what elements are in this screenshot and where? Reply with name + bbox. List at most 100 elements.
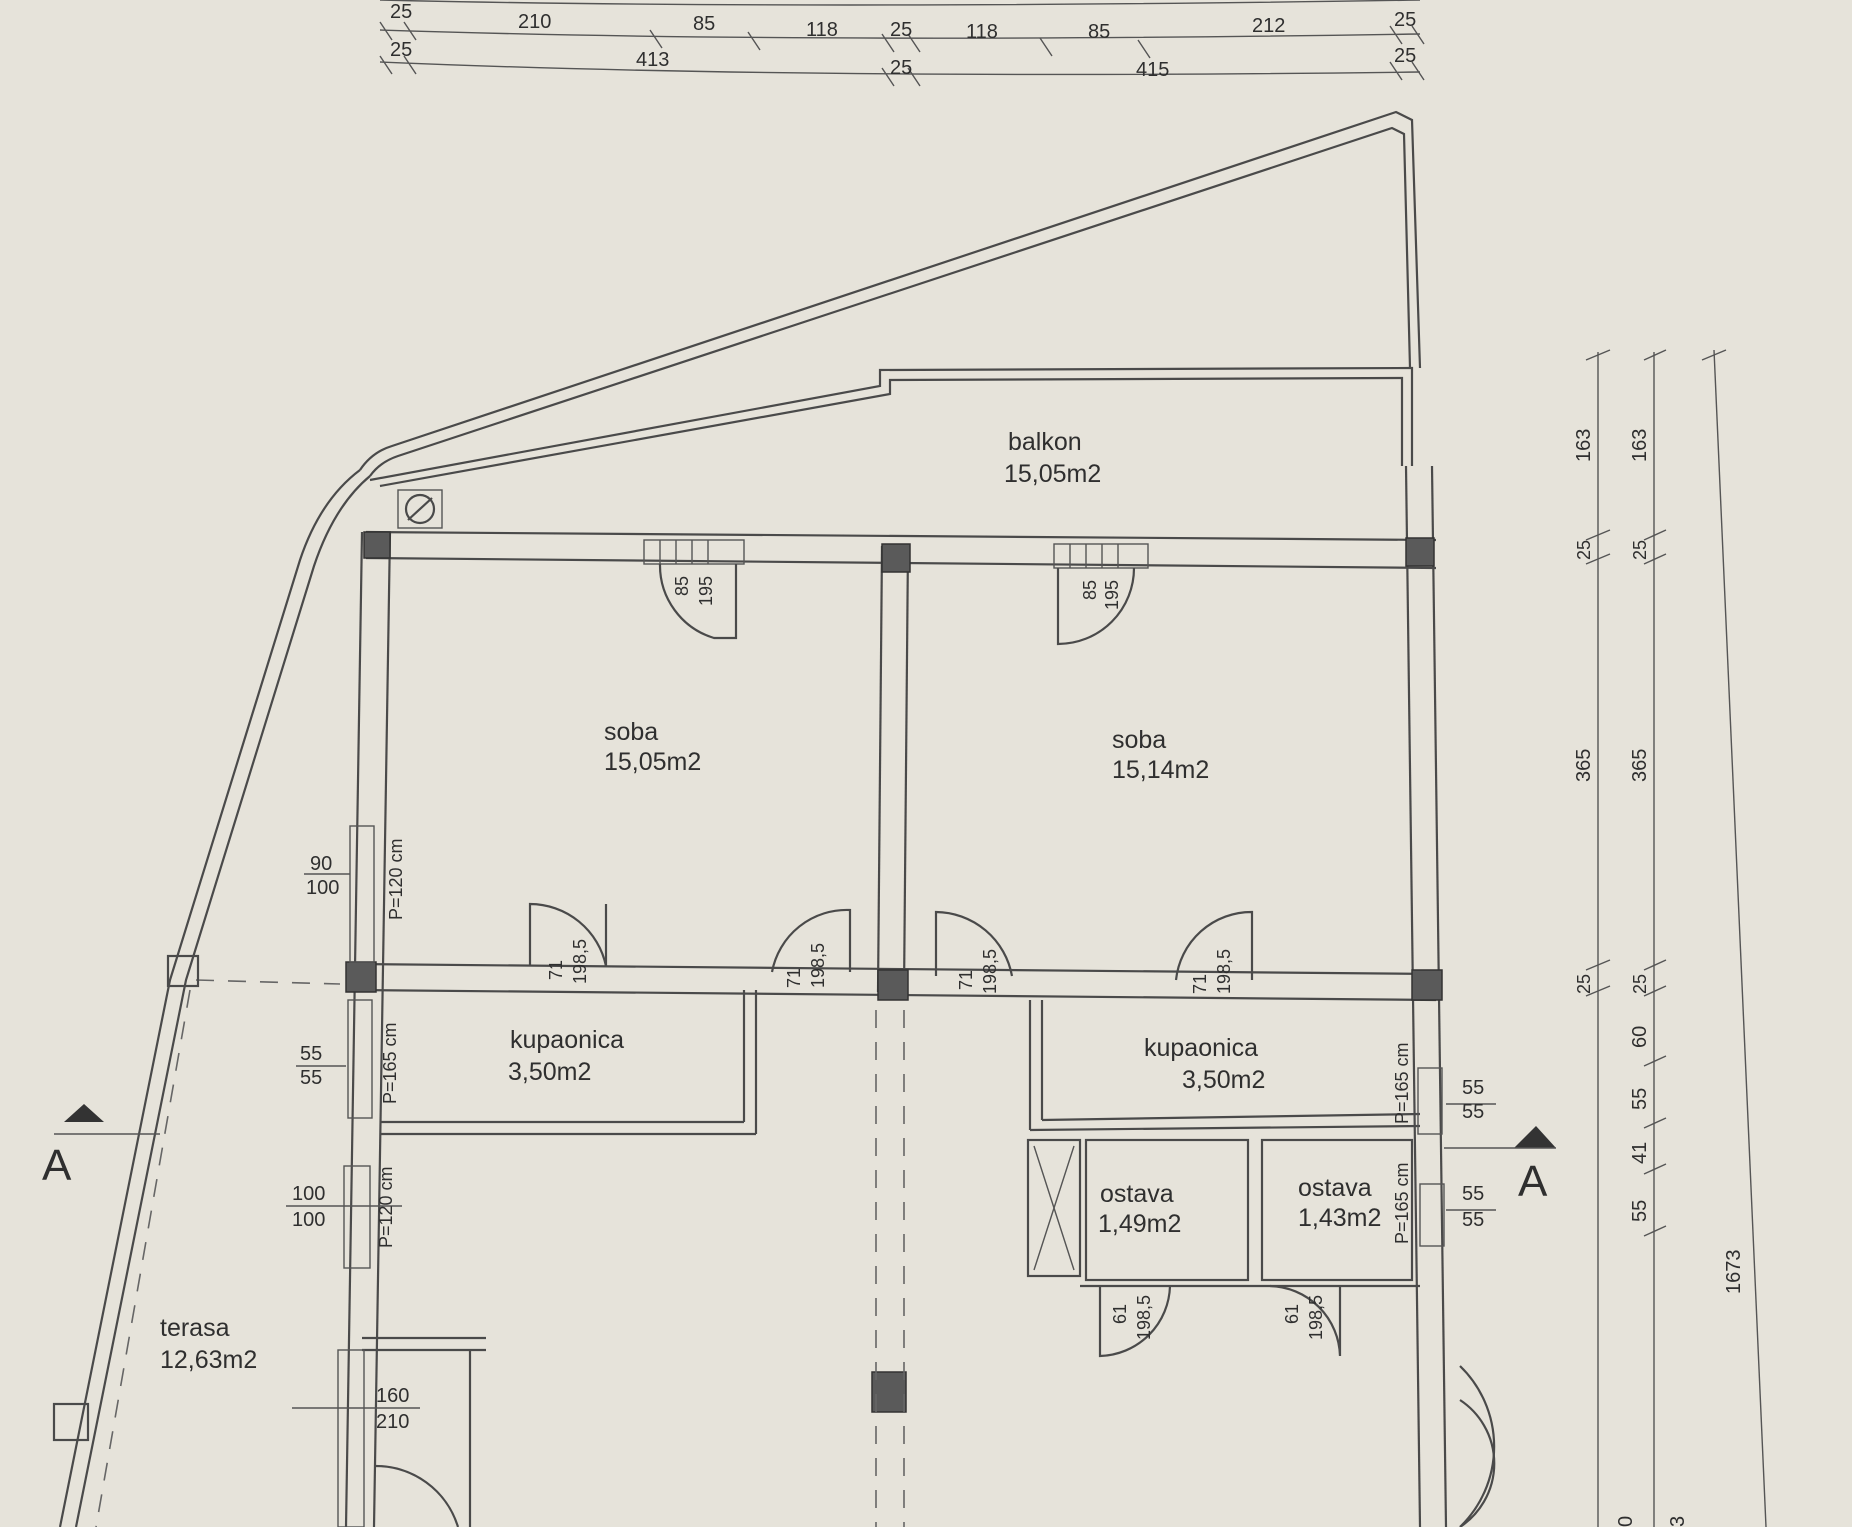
column <box>871 1371 907 1413</box>
dim-right-2-d: 25 <box>1630 974 1650 994</box>
win-left-mid-w: 55 <box>300 1043 322 1065</box>
dim-right-2-c: 365 <box>1629 749 1651 782</box>
dim-top-6: 118 <box>966 21 998 43</box>
win-left-lower-sill: P=120 cm <box>376 1166 396 1248</box>
dim-top-5: 25 <box>890 19 912 41</box>
dim-top-1: 25 <box>390 1 412 23</box>
door-ost-2-h: 198,5 <box>1306 1295 1326 1340</box>
door-4-h: 198,5 <box>1214 949 1234 994</box>
entry-w: 160 <box>376 1385 409 1407</box>
dim-right-1-d: 25 <box>1574 974 1594 994</box>
dim-right-1-c: 365 <box>1573 749 1595 782</box>
room-kupaonica-right-name: kupaonica <box>1144 1034 1258 1062</box>
win-left-mid-sill: P=165 cm <box>380 1022 400 1104</box>
door-3-w: 71 <box>956 970 976 990</box>
win-left-upper-h: 100 <box>306 877 339 899</box>
dim-right-2-h: 55 <box>1629 1200 1651 1222</box>
door-2-w: 71 <box>784 968 804 988</box>
columns <box>52 531 1443 1442</box>
door-balcony-left-h: 195 <box>696 576 716 606</box>
dim-top-r2-2: 413 <box>636 49 669 71</box>
right-dimensions: 163 25 365 25 163 25 365 25 60 55 41 55 … <box>1573 349 1767 1527</box>
dim-right-2-b: 25 <box>1630 540 1650 560</box>
dim-top-4: 118 <box>806 19 838 41</box>
dim-right-2-f: 55 <box>1629 1088 1651 1110</box>
room-kupaonica-left-name: kupaonica <box>510 1026 624 1054</box>
dim-right-2-a: 163 <box>1629 429 1651 462</box>
win-right-lower-sill: P=165 cm <box>1392 1162 1412 1244</box>
dim-top-r2-5: 25 <box>1394 45 1416 67</box>
room-terasa-name: terasa <box>160 1314 230 1342</box>
pillar-outline <box>166 954 200 988</box>
room-soba-right-name: soba <box>1112 726 1166 754</box>
section-arrow-icon <box>64 1104 104 1122</box>
door-ost-1-h: 198,5 <box>1134 1295 1154 1340</box>
room-kupaonica-right-area: 3,50m2 <box>1182 1066 1265 1094</box>
room-ostava-left-area: 1,49m2 <box>1098 1210 1181 1238</box>
dim-top-7: 85 <box>1088 21 1110 43</box>
room-balkon-name: balkon <box>1008 428 1082 456</box>
section-markers: A A <box>42 1104 1556 1206</box>
drain-icon <box>404 493 436 525</box>
door-1-w: 71 <box>546 960 566 980</box>
column <box>1405 537 1435 567</box>
column <box>345 961 377 993</box>
dim-right-bottom-b: 3 <box>1667 1516 1689 1527</box>
dim-right-1-a: 163 <box>1573 429 1595 462</box>
door-balcony-left-w: 85 <box>672 576 692 596</box>
windows: 90 100 P=120 cm 55 55 P=165 cm 100 100 P… <box>286 825 1496 1527</box>
drain-box <box>397 489 443 529</box>
dim-right-total: 1673 <box>1723 1250 1745 1295</box>
win-left-mid-h: 55 <box>300 1067 322 1089</box>
column <box>877 969 909 1001</box>
win-left-upper-sill: P=120 cm <box>386 838 406 920</box>
dim-right-2-g: 41 <box>1629 1142 1651 1164</box>
entry-h: 210 <box>376 1411 409 1433</box>
room-ostava-left-name: ostava <box>1100 1180 1174 1208</box>
win-left-lower-h: 100 <box>292 1209 325 1231</box>
door-balcony-right-w: 85 <box>1080 580 1100 600</box>
dim-top-2: 210 <box>518 11 551 33</box>
room-kupaonica-left-area: 3,50m2 <box>508 1058 591 1086</box>
column <box>881 543 911 573</box>
column <box>363 531 391 559</box>
room-labels: soba 15,05m2 soba 15,14m2 kupaonica 3,50… <box>160 718 1381 1374</box>
win-right-upper-sill: P=165 cm <box>1392 1042 1412 1124</box>
doors: 85 195 85 195 71 198,5 71 198,5 71 198,5… <box>373 539 1496 1527</box>
door-1-h: 198,5 <box>570 939 590 984</box>
dim-top-8: 212 <box>1252 15 1285 37</box>
win-right-upper-h: 55 <box>1462 1101 1484 1123</box>
section-left-label: A <box>42 1141 72 1190</box>
dim-top-3: 85 <box>693 13 715 35</box>
dim-top-r2-4: 415 <box>1136 59 1169 81</box>
dim-right-2-e: 60 <box>1629 1026 1651 1048</box>
win-right-lower-w: 55 <box>1462 1183 1484 1205</box>
room-terasa-area: 12,63m2 <box>160 1346 257 1374</box>
room-soba-left-name: soba <box>604 718 658 746</box>
balcony-outline: balkon 15,05m2 <box>359 110 1422 529</box>
dim-top-9: 25 <box>1394 9 1416 31</box>
win-right-upper-w: 55 <box>1462 1077 1484 1099</box>
room-ostava-right-name: ostava <box>1298 1174 1372 1202</box>
room-soba-right-area: 15,14m2 <box>1112 756 1209 784</box>
section-arrow-icon <box>1514 1126 1556 1148</box>
pillar-outline <box>52 1402 90 1442</box>
win-left-lower-w: 100 <box>292 1183 325 1205</box>
dim-right-bottom-a: 0 <box>1615 1516 1637 1527</box>
door-ost-1-w: 61 <box>1110 1304 1130 1324</box>
top-dimensions: 25 210 85 118 25 118 85 212 25 25 413 25… <box>379 0 1425 87</box>
dim-top-r2-3: 25 <box>890 57 912 79</box>
dim-right-1-b: 25 <box>1574 540 1594 560</box>
win-right-lower-h: 55 <box>1462 1209 1484 1231</box>
door-4-w: 71 <box>1190 974 1210 994</box>
room-soba-left-area: 15,05m2 <box>604 748 701 776</box>
room-balkon-area: 15,05m2 <box>1004 460 1101 488</box>
door-2-h: 198,5 <box>808 943 828 988</box>
door-3-h: 198,5 <box>980 949 1000 994</box>
door-balcony-right-h: 195 <box>1102 580 1122 610</box>
win-left-upper-w: 90 <box>310 853 332 875</box>
section-right-label: A <box>1518 1157 1548 1206</box>
walls <box>58 465 1448 1527</box>
room-ostava-right-area: 1,43m2 <box>1298 1204 1381 1232</box>
